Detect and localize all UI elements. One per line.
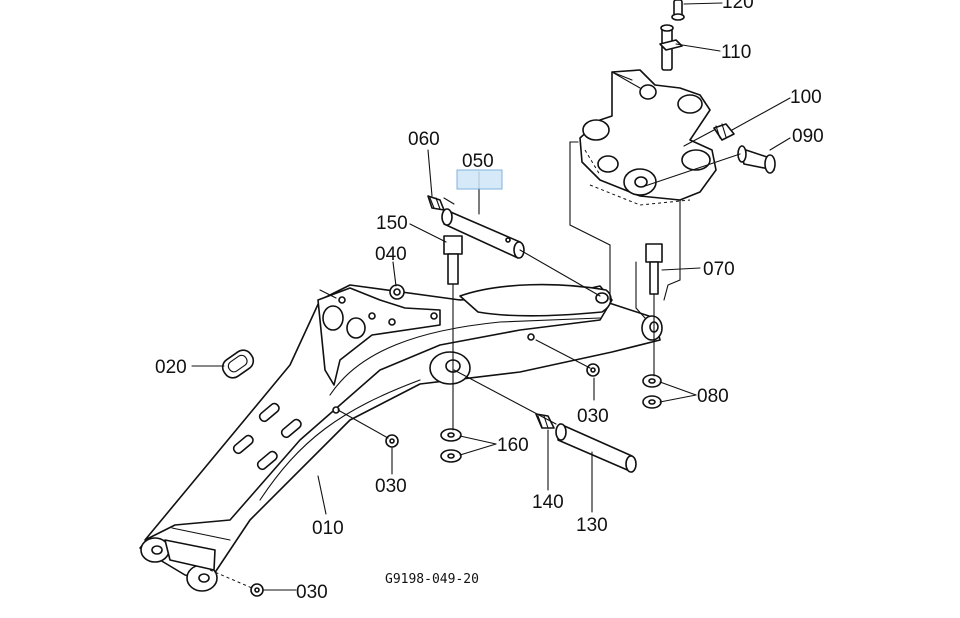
nuts-160[interactable]: [440, 428, 462, 463]
grease-nipple-140[interactable]: [535, 413, 555, 429]
label-030-bottom[interactable]: 030: [296, 582, 328, 603]
pin-130[interactable]: [555, 423, 637, 473]
cap-020[interactable]: [219, 347, 257, 382]
label-140[interactable]: 140: [532, 492, 564, 513]
label-150[interactable]: 150: [376, 213, 408, 234]
grease-nipple-100[interactable]: [713, 123, 735, 141]
label-030-middle[interactable]: 030: [375, 476, 407, 497]
pin-090[interactable]: [737, 145, 776, 174]
selected-label-highlight: [456, 169, 503, 190]
bolt-120[interactable]: [671, 0, 685, 21]
grease-nipple-030b[interactable]: [385, 434, 399, 448]
label-080[interactable]: 080: [697, 386, 729, 407]
label-010[interactable]: 010: [312, 518, 344, 539]
label-160[interactable]: 160: [497, 435, 529, 456]
label-040[interactable]: 040: [375, 244, 407, 265]
grease-nipple-030c[interactable]: [250, 583, 264, 597]
grease-nipple-060[interactable]: [427, 195, 445, 211]
pin-110[interactable]: [659, 24, 683, 71]
grease-nipple-030a[interactable]: [586, 363, 600, 377]
label-060[interactable]: 060: [408, 129, 440, 150]
label-020[interactable]: 020: [155, 357, 187, 378]
part-labels: 120 110 100 090 060 050 150 040 070 020 …: [155, 0, 824, 603]
label-130[interactable]: 130: [576, 515, 608, 536]
label-100[interactable]: 100: [790, 87, 822, 108]
drawing-code: G9198-049-20: [385, 572, 479, 587]
label-070[interactable]: 070: [703, 259, 735, 280]
bolt-070[interactable]: [645, 243, 663, 295]
pin-050[interactable]: [441, 208, 525, 259]
label-030-right[interactable]: 030: [577, 406, 609, 427]
label-050[interactable]: 050: [462, 151, 494, 172]
swing-bracket[interactable]: [579, 69, 717, 206]
leader-lines: [191, 2, 791, 591]
boom-arm[interactable]: [139, 283, 663, 592]
bolt-150[interactable]: [443, 235, 463, 285]
label-110[interactable]: 110: [721, 42, 751, 63]
label-090[interactable]: 090: [792, 126, 824, 147]
label-120[interactable]: 120: [722, 0, 754, 13]
grease-fitting-040[interactable]: [389, 284, 405, 300]
nuts-080[interactable]: [642, 374, 662, 409]
